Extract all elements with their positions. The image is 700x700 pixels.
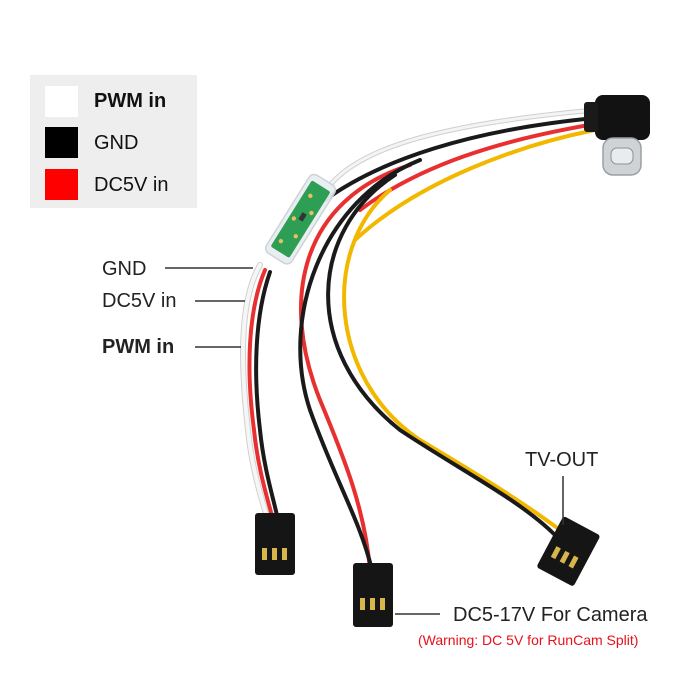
pcb-board-icon [264,173,337,265]
pwm-wire-bundle [240,262,280,523]
pwm-callout: PWM in [102,336,175,358]
warning-note: (Warning: DC 5V for RunCam Split) [418,632,639,648]
black-swatch [45,127,78,158]
legend-label-gnd: GND [94,132,139,154]
gnd-callout: GND [102,258,147,280]
red-swatch [45,169,78,200]
callout-leaders [165,267,564,615]
servo-connector-icon [353,563,393,627]
tvout-callout: TV-OUT [525,449,599,471]
camera-power-callout: DC5-17V For Camera [453,604,648,626]
legend-label-dc5v: DC5V in [94,174,169,196]
white-swatch [45,86,78,117]
servo-connector-icon [255,513,295,575]
servo-connector-icon [537,516,600,586]
legend-label-pwm: PWM in [94,90,167,112]
camera-wire-bundle [298,158,562,572]
usb-type-c-plug-icon [584,95,650,176]
wire-color-legend: PWM in GND DC5V in [30,75,197,208]
dc5v-callout: DC5V in [102,290,177,312]
